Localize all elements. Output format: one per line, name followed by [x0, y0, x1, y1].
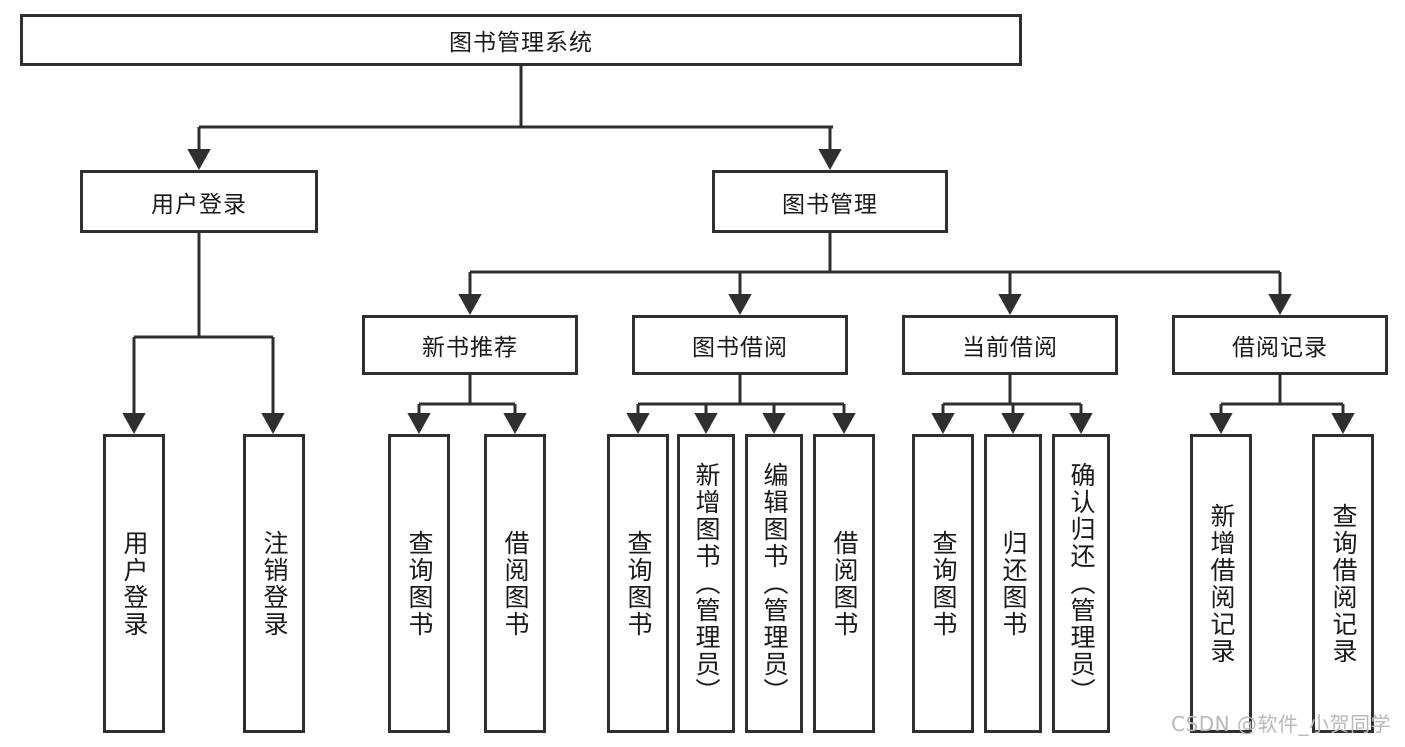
node-book-borrow[interactable]: 图书借阅	[632, 315, 848, 375]
node-leaf-edit-book-label: 编辑图书（管理员）	[760, 462, 789, 705]
node-leaf-query-book-1-label: 查询图书	[405, 529, 434, 638]
node-leaf-return-book[interactable]: 归还图书	[984, 434, 1042, 733]
node-leaf-borrow-book-2-label: 借阅图书	[830, 529, 859, 638]
node-leaf-query-book-2-label: 查询图书	[624, 529, 653, 638]
node-user-login[interactable]: 用户登录	[80, 170, 318, 233]
node-book-manage-label: 图书管理	[782, 191, 878, 218]
node-leaf-logout-label: 注销登录	[260, 529, 289, 638]
node-current-borrow-label: 当前借阅	[962, 335, 1058, 361]
node-borrow-record-label: 借阅记录	[1232, 335, 1328, 361]
node-leaf-add-book-label: 新增图书（管理员）	[692, 462, 721, 705]
node-root-system[interactable]: 图书管理系统	[20, 14, 1022, 66]
node-new-book-rec-label: 新书推荐	[422, 335, 518, 361]
node-leaf-query-book-2[interactable]: 查询图书	[607, 434, 669, 733]
node-book-manage[interactable]: 图书管理	[712, 170, 948, 233]
node-leaf-add-record[interactable]: 新增借阅记录	[1190, 434, 1252, 733]
node-book-borrow-label: 图书借阅	[692, 335, 788, 361]
node-root-label: 图书管理系统	[449, 30, 593, 56]
node-leaf-query-book-3[interactable]: 查询图书	[912, 434, 974, 733]
node-current-borrow[interactable]: 当前借阅	[902, 315, 1118, 375]
node-leaf-return-book-label: 归还图书	[999, 529, 1028, 638]
node-leaf-add-book[interactable]: 新增图书（管理员）	[677, 434, 735, 733]
csdn-watermark: CSDN @软件_小贺同学	[1171, 712, 1391, 736]
node-leaf-query-book-3-label: 查询图书	[929, 529, 958, 638]
node-leaf-query-book-1[interactable]: 查询图书	[388, 434, 450, 733]
node-user-login-label: 用户登录	[151, 191, 247, 218]
node-leaf-borrow-book-2[interactable]: 借阅图书	[813, 434, 875, 733]
node-borrow-record[interactable]: 借阅记录	[1172, 315, 1388, 375]
node-leaf-confirm-return-label: 确认归还（管理员）	[1067, 462, 1096, 705]
node-leaf-confirm-return[interactable]: 确认归还（管理员）	[1052, 434, 1110, 733]
node-leaf-borrow-book-1[interactable]: 借阅图书	[484, 434, 546, 733]
node-leaf-query-record-label: 查询借阅记录	[1329, 502, 1358, 665]
node-leaf-user-login[interactable]: 用户登录	[103, 434, 165, 733]
node-leaf-edit-book[interactable]: 编辑图书（管理员）	[745, 434, 803, 733]
node-leaf-add-record-label: 新增借阅记录	[1207, 502, 1236, 665]
node-leaf-borrow-book-1-label: 借阅图书	[501, 529, 530, 638]
node-leaf-logout[interactable]: 注销登录	[243, 434, 305, 733]
node-new-book-rec[interactable]: 新书推荐	[362, 315, 578, 375]
node-leaf-query-record[interactable]: 查询借阅记录	[1312, 434, 1374, 733]
node-leaf-user-login-label: 用户登录	[120, 529, 149, 638]
